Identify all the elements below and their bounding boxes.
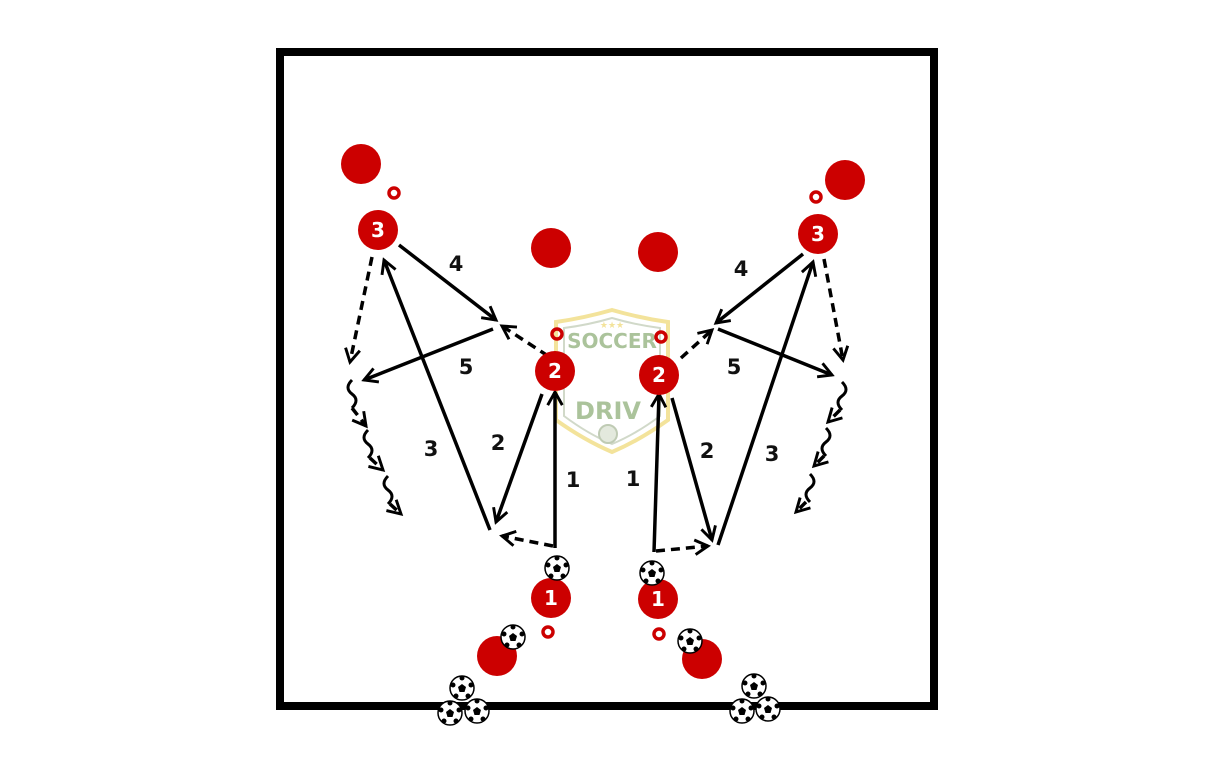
arrow-1-right — [654, 394, 659, 553]
cone-marker — [550, 327, 564, 341]
arrow-5-left — [364, 327, 494, 380]
soccer-ball-icon — [639, 559, 665, 586]
player-1-left: 1 — [531, 578, 571, 618]
label-1-right: 1 — [626, 467, 641, 491]
arrow-2-left — [496, 393, 544, 522]
arrow-3-right — [716, 262, 813, 546]
soccer-ball-icon — [464, 697, 490, 724]
player — [638, 232, 678, 272]
step-labels: 4 5 3 2 1 4 5 3 2 1 — [424, 252, 780, 492]
player — [341, 144, 381, 184]
label-3-right: 3 — [765, 442, 780, 466]
cone-marker — [541, 625, 555, 639]
run-left-top — [350, 256, 374, 362]
label-5-right: 5 — [727, 355, 742, 379]
svg-text:1: 1 — [651, 587, 665, 611]
svg-text:3: 3 — [811, 222, 825, 246]
player-3-right: 3 — [798, 214, 838, 254]
cone-marker — [652, 627, 666, 641]
solid-arrows — [364, 243, 832, 553]
label-2-right: 2 — [700, 439, 715, 463]
run-right-middle — [679, 330, 712, 360]
arrow-4-left — [397, 243, 496, 320]
svg-text:2: 2 — [652, 363, 666, 387]
player-2-right: 2 — [639, 355, 679, 395]
soccer-ball-icon — [449, 674, 475, 701]
svg-text:3: 3 — [371, 218, 385, 242]
logo-ball-icon — [598, 424, 618, 444]
player-3-left: 3 — [358, 210, 398, 250]
arrow-3-left — [384, 260, 492, 531]
arrow-5-right — [717, 327, 832, 375]
player-2-left: 2 — [535, 351, 575, 391]
run-left-middle — [502, 326, 549, 358]
cone-marker — [387, 186, 401, 200]
soccer-drive-logo: ★★★ SOCCER DRIV — [554, 307, 670, 455]
label-3-left: 3 — [424, 437, 439, 461]
cones — [387, 186, 823, 641]
player — [825, 160, 865, 200]
cone-marker — [809, 190, 823, 204]
logo-text-soccer: SOCCER — [567, 329, 657, 353]
logo-text-drive: DRIV — [575, 397, 641, 425]
soccer-ball-icon — [500, 623, 526, 650]
label-2-left: 2 — [491, 431, 506, 455]
soccer-ball-icon — [544, 554, 570, 581]
soccer-ball-icon — [677, 627, 703, 654]
soccer-ball-icon — [729, 697, 755, 724]
soccer-ball-icon — [755, 695, 781, 722]
run-right-top — [822, 258, 843, 360]
arrow-2-right — [670, 397, 712, 540]
label-1-left: 1 — [566, 468, 581, 492]
svg-text:2: 2 — [548, 359, 562, 383]
soccer-ball-icon — [437, 699, 463, 726]
arrow-4-right — [716, 252, 805, 323]
dribble-right — [796, 380, 848, 512]
label-4-left: 4 — [449, 252, 464, 276]
dashed-arrows — [350, 256, 843, 551]
logo-stars: ★★★ — [600, 320, 624, 330]
player-1-right: 1 — [638, 579, 678, 619]
soccer-ball-icon — [741, 672, 767, 699]
run-left-bottom — [502, 536, 554, 548]
label-5-left: 5 — [459, 355, 474, 379]
cone-marker — [654, 330, 668, 344]
dribble-left — [346, 378, 401, 514]
player — [531, 228, 571, 268]
label-4-right: 4 — [734, 257, 749, 281]
svg-text:1: 1 — [544, 586, 558, 610]
run-right-bottom — [655, 546, 708, 551]
